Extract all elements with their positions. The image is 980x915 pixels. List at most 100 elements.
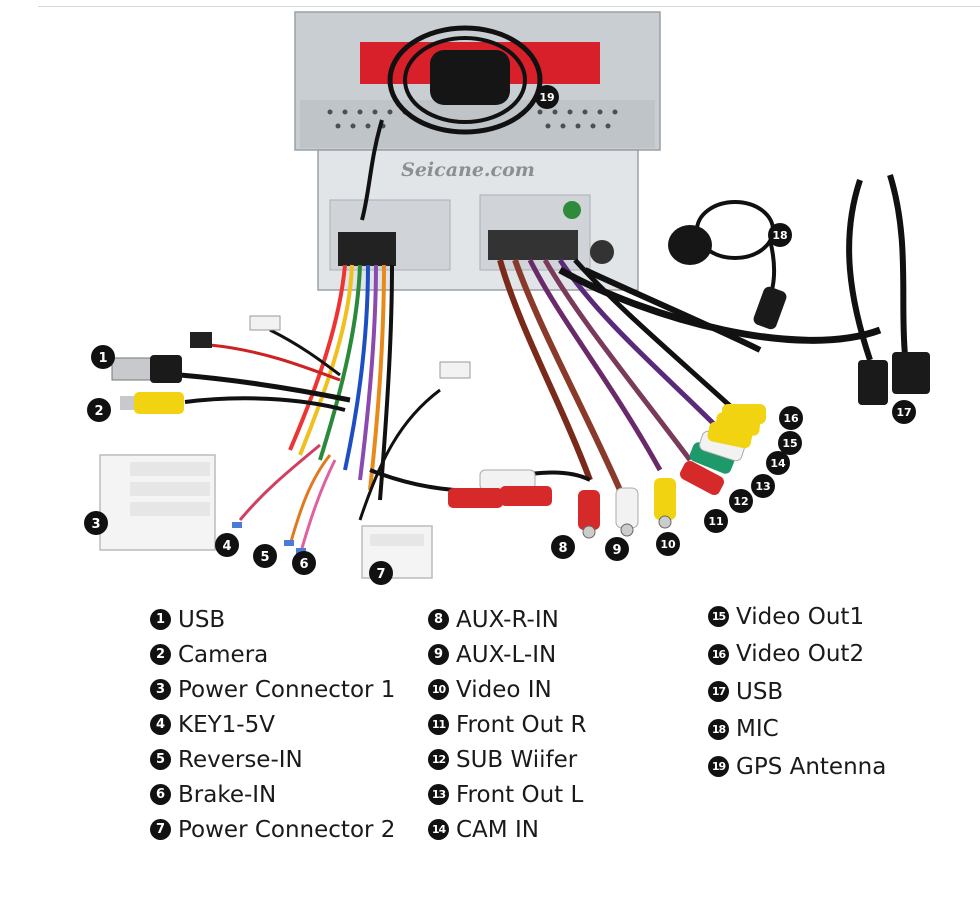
legend-item: 7 Power Connector 2 [150,812,395,847]
legend-item: 12 SUB Wiifer [428,742,586,777]
legend-item: 14 CAM IN [428,812,586,847]
pin [232,522,242,528]
svg-text:7: 7 [376,567,385,582]
small-connector [439,361,471,379]
pin [284,540,294,546]
callout-7: 7 [369,561,393,585]
callout-18: 18 [768,223,792,247]
callout-2: 2 [87,398,111,422]
callout-6: 6 [292,551,316,575]
svg-text:5: 5 [260,550,269,565]
badge: 2 [150,644,171,665]
legend-label: Video Out1 [736,603,865,630]
callout-13: 13 [751,474,775,498]
badge: 17 [708,681,729,703]
svg-text:6: 6 [299,557,308,572]
legend-label: Power Connector 1 [178,676,396,703]
badge: 4 [150,714,171,735]
legend-item: 6 Brake-IN [150,777,395,812]
badge: 7 [150,819,171,840]
svg-text:3: 3 [91,517,100,532]
rca-jack-10 [654,478,676,529]
legend-label: SUB Wiifer [456,746,578,773]
badge: 18 [708,718,729,740]
legend-label: CAM IN [456,816,539,843]
legend-item: 1 USB [150,602,395,637]
callout-15: 15 [778,431,802,455]
legend-label: AUX-L-IN [456,641,557,668]
legend-label: USB [736,678,784,705]
badge: 8 [428,609,449,630]
microphone [668,200,787,330]
legend-item: 15 Video Out1 [708,598,886,636]
callout-5: 5 [253,544,277,568]
svg-text:8: 8 [558,541,567,556]
callout-8: 8 [551,535,575,559]
svg-text:14: 14 [770,457,786,470]
rca-plug-red [500,486,552,506]
badge: 12 [428,749,449,770]
badge: 14 [428,819,449,840]
legend-item: 8 AUX-R-IN [428,602,586,637]
legend-item: 16 Video Out2 [708,636,886,674]
legend-item: 3 Power Connector 1 [150,672,395,707]
svg-text:13: 13 [755,480,770,493]
small-connector [190,332,212,348]
legend-label: Video Out2 [736,641,865,668]
svg-text:18: 18 [772,229,787,242]
legend-item: 17 USB [708,673,886,711]
legend-label: MIC [736,716,779,743]
small-connector [249,315,281,331]
badge: 6 [150,784,171,805]
legend-label: Front Out L [456,781,584,808]
legend-label: Power Connector 2 [178,816,396,843]
legend-label: Brake-IN [178,781,277,808]
svg-text:2: 2 [94,404,103,419]
callout-4: 4 [215,533,239,557]
legend-label: Reverse-IN [178,746,303,773]
legend-label: USB [178,606,226,633]
rca-jack-16 [722,404,766,424]
svg-text:1: 1 [98,351,107,366]
legend-item: 13 Front Out L [428,777,586,812]
av-harness [488,230,882,492]
badge: 1 [150,609,171,630]
svg-text:16: 16 [783,412,799,425]
badge: 10 [428,679,449,700]
callout-3: 3 [84,511,108,535]
svg-text:15: 15 [782,437,797,450]
badge: 5 [150,749,171,770]
power-connector-2 [361,525,433,579]
legend-item: 18 MIC [708,711,886,749]
svg-text:9: 9 [612,543,621,558]
camera-rca [120,392,184,414]
rca-jack-9 [615,487,639,537]
svg-text:17: 17 [896,406,911,419]
rca-jack-8 [578,490,600,539]
legend-item: 5 Reverse-IN [150,742,395,777]
svg-text:4: 4 [222,539,231,554]
svg-text:11: 11 [708,515,723,528]
svg-text:19: 19 [539,91,554,104]
power-connector-1 [99,454,216,551]
callout-19: 19 [535,85,559,109]
badge: 15 [708,606,729,628]
badge: 16 [708,643,729,665]
callout-10: 10 [656,532,680,556]
callout-17: 17 [892,400,916,424]
legend-label: AUX-R-IN [456,606,559,633]
svg-text:12: 12 [733,495,748,508]
gps-antenna [360,25,543,221]
rca-jack-12 [689,442,735,474]
usb-extension [846,174,930,405]
badge: 13 [428,784,449,805]
usb-plug [111,355,182,383]
badge: 3 [150,679,171,700]
svg-text:10: 10 [660,538,676,551]
rca-plug-red [448,488,503,508]
